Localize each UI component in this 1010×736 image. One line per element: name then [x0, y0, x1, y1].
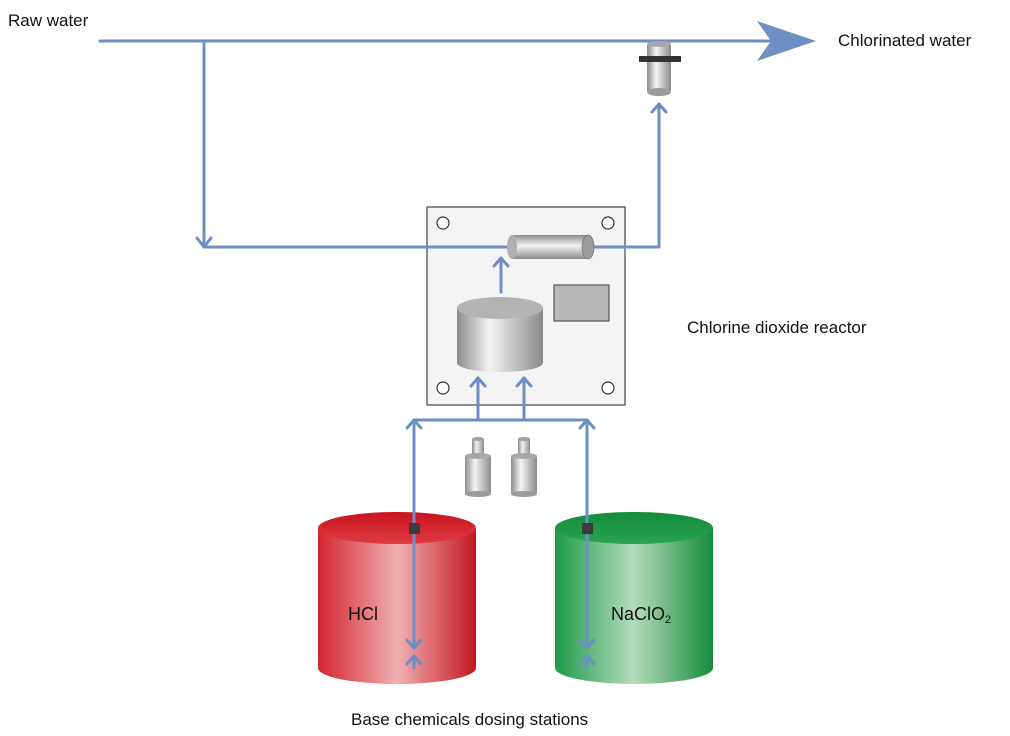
raw-water-label: Raw water	[8, 11, 89, 30]
naclo2-tank-label: NaClO2	[611, 604, 671, 630]
pump-icon	[465, 437, 491, 497]
panel-screw	[601, 216, 615, 230]
reactor-outlet-line	[592, 102, 661, 249]
panel-screw	[436, 381, 450, 395]
chlorinated-water-label: Chlorinated water	[838, 31, 972, 50]
mixing-tube	[507, 234, 595, 260]
panel-screw	[601, 381, 615, 395]
flow-arrowheads	[195, 102, 668, 666]
naclo2-tank	[555, 512, 713, 684]
control-display	[553, 284, 610, 322]
hcl-tank	[318, 512, 476, 684]
pump-icon	[511, 437, 537, 497]
hcl-tank-label: HCl	[348, 604, 378, 624]
reactor-label: Chlorine dioxide reactor	[687, 318, 867, 337]
injector-icon	[639, 41, 681, 96]
naclo2-subscript: 2	[665, 614, 672, 626]
panel-screw	[436, 216, 450, 230]
dosing-stations-label: Base chemicals dosing stations	[351, 710, 589, 729]
flow-arrow-icon	[757, 21, 816, 61]
generator-cylinder	[457, 297, 543, 372]
valve-icon	[409, 523, 420, 534]
valve-icon	[582, 523, 593, 534]
naclo2-formula: NaClO	[611, 604, 666, 624]
